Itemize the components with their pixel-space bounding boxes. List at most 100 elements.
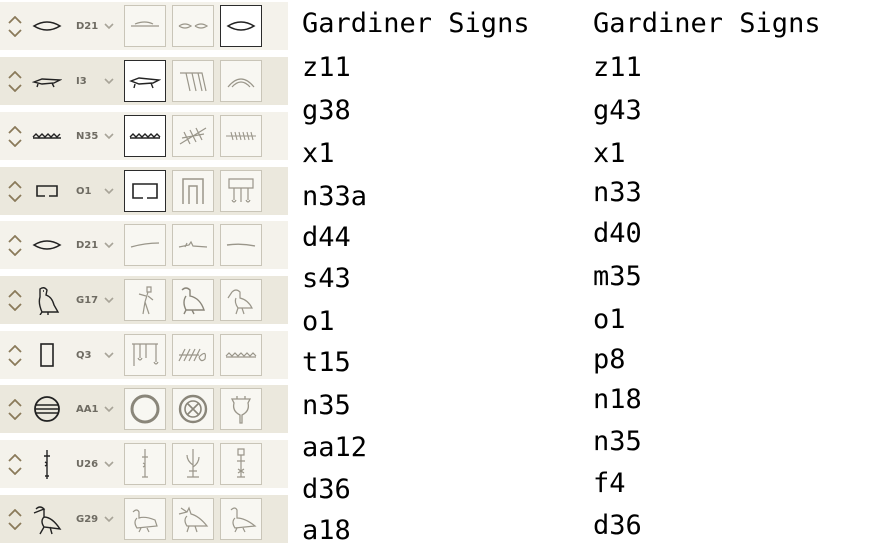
candidate-option[interactable]: [124, 115, 166, 157]
chevron-down-icon[interactable]: [8, 302, 22, 311]
candidate-option[interactable]: [124, 60, 166, 102]
candidate-option[interactable]: [172, 498, 214, 540]
candidate-option[interactable]: [124, 388, 166, 430]
reorder-arrows[interactable]: [4, 344, 26, 366]
thin-line-hieroglyph-icon: [130, 242, 160, 248]
reorder-arrows[interactable]: [4, 398, 26, 420]
vulture-hieroglyph-icon: [181, 287, 205, 315]
chevron-down-icon[interactable]: [8, 28, 22, 37]
candidate-option[interactable]: [220, 60, 262, 102]
sign-code: G29: [76, 513, 99, 525]
sign-code: G17: [76, 294, 99, 306]
candidate-option[interactable]: [220, 334, 262, 376]
glyph-row: G29: [0, 495, 288, 543]
chevron-down-icon[interactable]: [104, 241, 120, 249]
candidate-option[interactable]: [124, 5, 166, 47]
chevron-down-icon[interactable]: [8, 83, 22, 92]
candidate-option[interactable]: [220, 279, 262, 321]
tools-hieroglyph-icon: [228, 178, 254, 203]
chevron-down-icon[interactable]: [104, 296, 120, 304]
glyph-row: U26: [0, 440, 288, 488]
reorder-arrows[interactable]: [4, 234, 26, 256]
sign-value: z11: [593, 52, 642, 83]
hatched-plant-hieroglyph-icon: [179, 127, 207, 145]
chevron-up-icon[interactable]: [8, 453, 22, 462]
sign-value: g43: [593, 95, 642, 126]
chevron-down-icon[interactable]: [104, 515, 120, 523]
circle-hieroglyph-icon: [130, 394, 160, 424]
chevron-down-icon[interactable]: [8, 411, 22, 420]
sign-value: o1: [593, 304, 626, 335]
sign-value: o1: [302, 306, 335, 337]
sign-value: n18: [593, 384, 642, 415]
chevron-down-icon[interactable]: [8, 138, 22, 147]
chevron-down-icon[interactable]: [104, 132, 120, 140]
standing-man-hieroglyph-icon: [138, 286, 154, 315]
chevron-up-icon[interactable]: [8, 234, 22, 243]
candidate-option[interactable]: [220, 170, 262, 212]
candidate-option[interactable]: [124, 224, 166, 266]
chevron-down-icon[interactable]: [104, 187, 120, 195]
candidate-option[interactable]: [172, 224, 214, 266]
candidate-option[interactable]: [124, 443, 166, 485]
glyph-row: N35: [0, 112, 288, 160]
candidate-option[interactable]: [220, 443, 262, 485]
mouth-glyph-icon: [30, 9, 64, 43]
sign-value: d44: [302, 222, 351, 253]
candidate-option[interactable]: [172, 334, 214, 376]
chevron-up-icon[interactable]: [8, 180, 22, 189]
candidate-option[interactable]: [124, 279, 166, 321]
lying-figure-hieroglyph-icon: [178, 240, 208, 248]
reorder-arrows[interactable]: [4, 289, 26, 311]
candidate-option[interactable]: [220, 5, 262, 47]
sign-code: D21: [76, 239, 99, 251]
column-header: Gardiner Signs: [302, 8, 530, 39]
glyph-row: Q3: [0, 331, 288, 379]
chevron-down-icon[interactable]: [104, 77, 120, 85]
chevron-down-icon[interactable]: [8, 357, 22, 366]
chevron-up-icon[interactable]: [8, 289, 22, 298]
candidate-option[interactable]: [220, 115, 262, 157]
reorder-arrows[interactable]: [4, 453, 26, 475]
candidate-option[interactable]: [172, 5, 214, 47]
frame-hieroglyph-icon: [132, 343, 159, 366]
candidate-option[interactable]: [220, 224, 262, 266]
chevron-up-icon[interactable]: [8, 125, 22, 134]
sign-value: n33: [593, 177, 642, 208]
reorder-arrows[interactable]: [4, 508, 26, 530]
crocodile-hieroglyph-icon: [129, 77, 161, 89]
chevron-up-icon[interactable]: [8, 70, 22, 79]
chevron-up-icon[interactable]: [8, 398, 22, 407]
candidate-option[interactable]: [172, 279, 214, 321]
chevron-up-icon[interactable]: [8, 15, 22, 24]
reorder-arrows[interactable]: [4, 15, 26, 37]
candidate-option[interactable]: [172, 388, 214, 430]
candidate-option[interactable]: [172, 60, 214, 102]
chevron-down-icon[interactable]: [104, 460, 120, 468]
reorder-arrows[interactable]: [4, 70, 26, 92]
chevron-down-icon[interactable]: [104, 405, 120, 413]
chevron-down-icon[interactable]: [8, 521, 22, 530]
chevron-down-icon[interactable]: [8, 466, 22, 475]
drill-hieroglyph-icon: [142, 449, 148, 478]
chevron-up-icon[interactable]: [8, 508, 22, 517]
chevron-down-icon[interactable]: [8, 247, 22, 256]
chevron-up-icon[interactable]: [8, 344, 22, 353]
key-hieroglyph-icon: [237, 448, 245, 478]
chevron-down-icon[interactable]: [104, 351, 120, 359]
candidate-option[interactable]: [172, 115, 214, 157]
chevron-down-icon[interactable]: [8, 193, 22, 202]
candidate-option[interactable]: [172, 443, 214, 485]
reorder-arrows[interactable]: [4, 125, 26, 147]
candidate-option[interactable]: [220, 388, 262, 430]
chevron-down-icon[interactable]: [104, 22, 120, 30]
sign-value: d36: [593, 510, 642, 541]
candidate-option[interactable]: [172, 170, 214, 212]
reorder-arrows[interactable]: [4, 180, 26, 202]
candidate-option[interactable]: [124, 334, 166, 376]
candidate-option[interactable]: [124, 498, 166, 540]
glyph-row: AA1: [0, 385, 288, 433]
candidate-option[interactable]: [124, 170, 166, 212]
mouth-hieroglyph-icon: [226, 21, 256, 31]
candidate-option[interactable]: [220, 498, 262, 540]
